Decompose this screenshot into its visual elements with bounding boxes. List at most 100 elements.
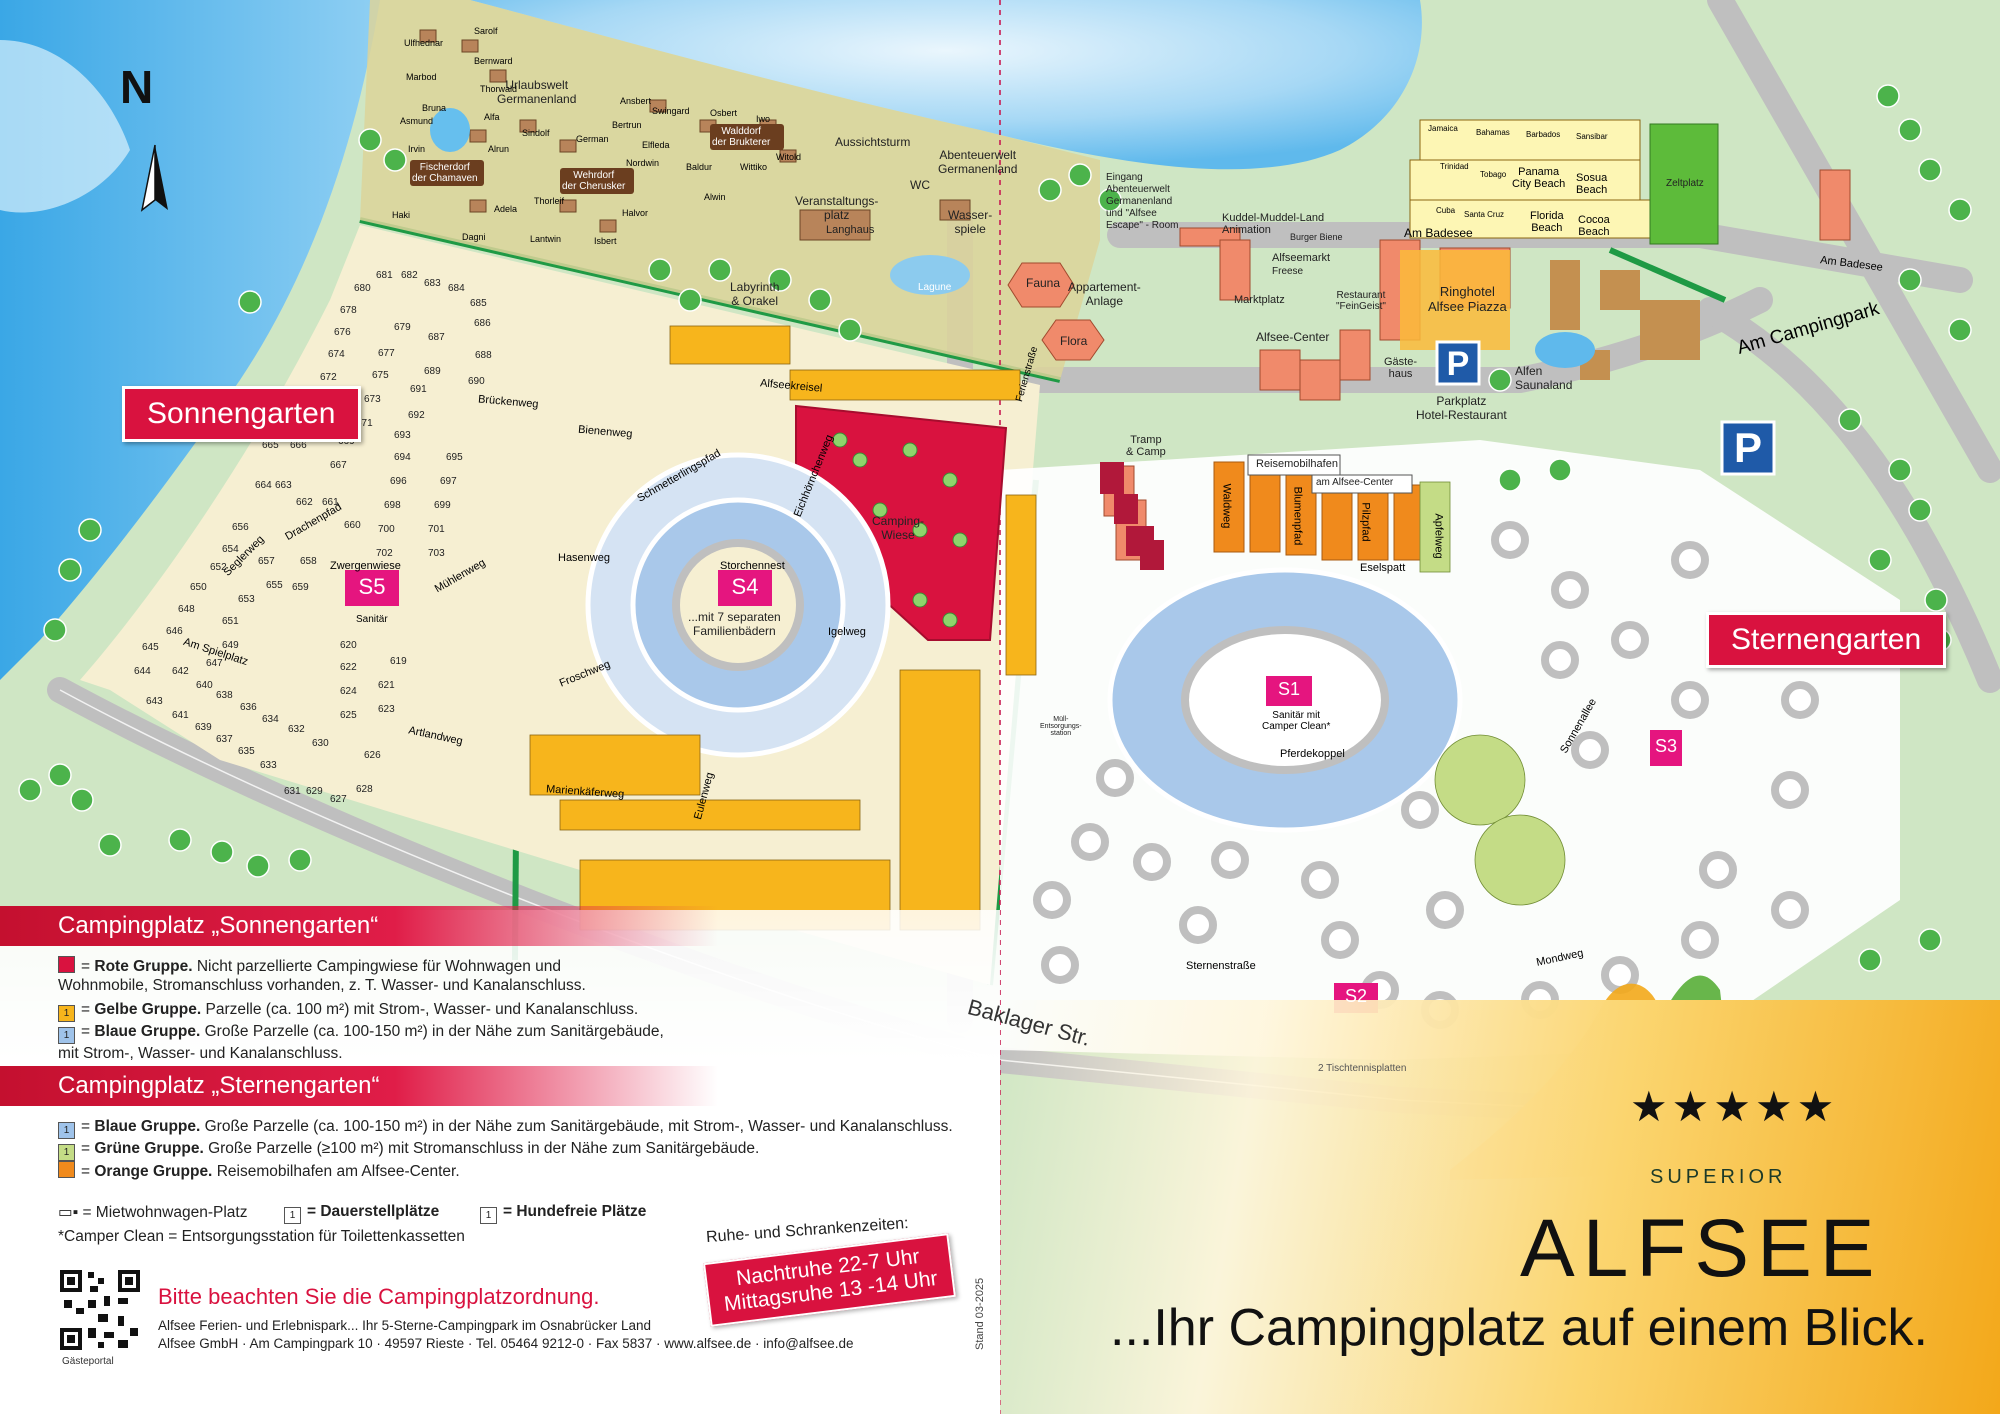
legend-mietwohnwagen: ▭▪ = Mietwohnwagen-Platz bbox=[58, 1203, 247, 1222]
hut-label: Lantwin bbox=[530, 234, 562, 244]
beach-label: Jamaica bbox=[1428, 124, 1458, 133]
plot-number: 630 bbox=[312, 738, 329, 749]
qr-code-icon bbox=[58, 1268, 142, 1352]
plot-number: 690 bbox=[468, 376, 485, 387]
plot-number: 696 bbox=[390, 476, 407, 487]
legend-eq: = bbox=[81, 1023, 91, 1040]
plot-number: 635 bbox=[238, 746, 255, 757]
qr-label: Gästeportal bbox=[62, 1356, 114, 1367]
langhaus-label: Langhaus bbox=[826, 224, 875, 236]
plot-number: 677 bbox=[378, 348, 395, 359]
parking-icon bbox=[1435, 340, 1481, 386]
kuddel-label: Kuddel-Muddel-Land Animation bbox=[1222, 212, 1325, 236]
swatch-box: 1 bbox=[480, 1207, 497, 1224]
hut-label: Irvin bbox=[408, 144, 426, 154]
legend-sternengarten-head: Campingplatz „Sternengarten“ bbox=[0, 1066, 718, 1106]
plot-number: 702 bbox=[376, 548, 393, 559]
plot-number: 672 bbox=[320, 372, 337, 383]
swatch-blue: 1 bbox=[58, 1122, 75, 1139]
street-eselspatt: Eselspatt bbox=[1360, 562, 1406, 574]
plot-number: 680 bbox=[354, 283, 371, 294]
hut-label: Sarolf bbox=[474, 26, 498, 36]
plot-number: 628 bbox=[356, 784, 373, 795]
plot-number: 682 bbox=[401, 270, 418, 281]
tischtennis-label: 2 Tischtennisplatten bbox=[1318, 1063, 1407, 1074]
beach-label: Barbados bbox=[1526, 130, 1561, 139]
sanitary-s2: S2 bbox=[1344, 986, 1368, 1006]
hut-label: Sindolf bbox=[522, 128, 550, 138]
am-alfsee-center-label: am Alfsee-Center bbox=[1316, 477, 1394, 488]
hut-label: Wittiko bbox=[740, 162, 767, 172]
hut-label: Witold bbox=[776, 152, 802, 162]
plot-number: 681 bbox=[376, 270, 393, 281]
fischerdorf-label: Fischerdorf der Chamaven bbox=[412, 162, 478, 184]
familienbaedern-label: ...mit 7 separaten Familienbädern bbox=[688, 610, 781, 638]
north-label: N bbox=[120, 61, 154, 113]
plot-number: 694 bbox=[394, 452, 411, 463]
legend-text: Große Parzelle (≥100 m²) mit Stromanschl… bbox=[208, 1140, 760, 1157]
legend-label: Gelbe Gruppe. bbox=[94, 1001, 202, 1018]
plot-number: 645 bbox=[142, 642, 159, 653]
brand-superior: SUPERIOR bbox=[1650, 1166, 1787, 1188]
plot-number: 620 bbox=[340, 640, 357, 651]
plot-number: 650 bbox=[190, 582, 207, 593]
brand-tagline: ...Ihr Campingplatz auf einem Blick. bbox=[1110, 1299, 1928, 1357]
restaurant-label: Restaurant "FeinGeist" bbox=[1336, 290, 1386, 312]
hut-label: Ansbert bbox=[620, 96, 652, 106]
beach-label: Cocoa Beach bbox=[1578, 214, 1610, 238]
street-pferdekoppel: Pferdekoppel bbox=[1280, 748, 1345, 760]
hut-label: Haki bbox=[392, 210, 411, 220]
plot-number: 644 bbox=[134, 666, 151, 677]
lagune-label: Lagune bbox=[918, 282, 952, 293]
parkplatz-label: Parkplatz Hotel-Restaurant bbox=[1416, 394, 1507, 422]
plot-number: 688 bbox=[475, 350, 492, 361]
plot-number: 683 bbox=[424, 278, 441, 289]
plot-number: 653 bbox=[238, 594, 255, 605]
area-sternengarten: Sternengarten bbox=[1706, 612, 1947, 668]
plot-number: 646 bbox=[166, 626, 183, 637]
plot-number: 649 bbox=[222, 640, 239, 651]
legend-panel bbox=[0, 910, 1000, 1414]
swatch-green: 1 bbox=[58, 1144, 75, 1161]
plot-number: 619 bbox=[390, 656, 407, 667]
caravan-icon: ▭▪ bbox=[58, 1204, 79, 1221]
legend-eq: = bbox=[81, 1118, 91, 1135]
street-hasenweg: Hasenweg bbox=[558, 552, 610, 564]
sanitary-s1: S1 bbox=[1277, 679, 1301, 699]
legend-sonnengarten-head: Campingplatz „Sonnengarten“ bbox=[0, 906, 718, 946]
legend-label: Orange Gruppe. bbox=[94, 1163, 213, 1180]
legend-eq: = bbox=[81, 1140, 91, 1157]
plot-number: 685 bbox=[470, 298, 487, 309]
plot-number: 674 bbox=[328, 349, 345, 360]
plot-number: 699 bbox=[434, 500, 451, 511]
legend-hundefrei: 1= Hundefreie Plätze bbox=[480, 1203, 646, 1224]
hut-label: Bruna bbox=[422, 103, 447, 113]
hut-label: Iwo bbox=[756, 114, 771, 124]
sanitary-s3: S3 bbox=[1654, 736, 1678, 756]
gaestehaus-label: Gäste- haus bbox=[1384, 356, 1418, 380]
plot-number: 637 bbox=[216, 734, 233, 745]
street-waldweg: Waldweg bbox=[1220, 483, 1233, 529]
plot-number: 641 bbox=[172, 710, 189, 721]
legend-label: *Camper Clean bbox=[58, 1228, 164, 1245]
plot-number: 666 bbox=[290, 440, 307, 451]
plot-number: 625 bbox=[340, 710, 357, 721]
hut-label: Alfa bbox=[484, 112, 500, 122]
urlaubswelt-label: Urlaubswelt Germanenland bbox=[497, 78, 577, 106]
plot-number: 679 bbox=[394, 322, 411, 333]
abenteuerwelt-label: Abenteuerwelt Germanenland bbox=[938, 148, 1018, 176]
hut-label: Thorleif bbox=[534, 196, 565, 206]
legend-label: Grüne Gruppe. bbox=[94, 1140, 204, 1157]
legend-text: = Mietwohnwagen-Platz bbox=[82, 1204, 248, 1221]
legend-row-blue: 1= Blaue Gruppe. Große Parzelle (ca. 100… bbox=[58, 1022, 758, 1063]
legend-eq: = bbox=[81, 1001, 91, 1018]
legend-dauerstell: 1= Dauerstellplätze bbox=[284, 1203, 439, 1224]
hut-label: Isbert bbox=[594, 236, 617, 246]
beach-label: Sansibar bbox=[1576, 132, 1608, 141]
legend-text: Große Parzelle (ca. 100-150 m²) in der N… bbox=[204, 1118, 953, 1135]
legend-text: Reisemobilhafen am Alfsee-Center. bbox=[216, 1163, 460, 1180]
hut-label: Swingard bbox=[652, 106, 690, 116]
plot-number: 642 bbox=[172, 666, 189, 677]
sanitary-s4: S4 bbox=[731, 574, 759, 599]
